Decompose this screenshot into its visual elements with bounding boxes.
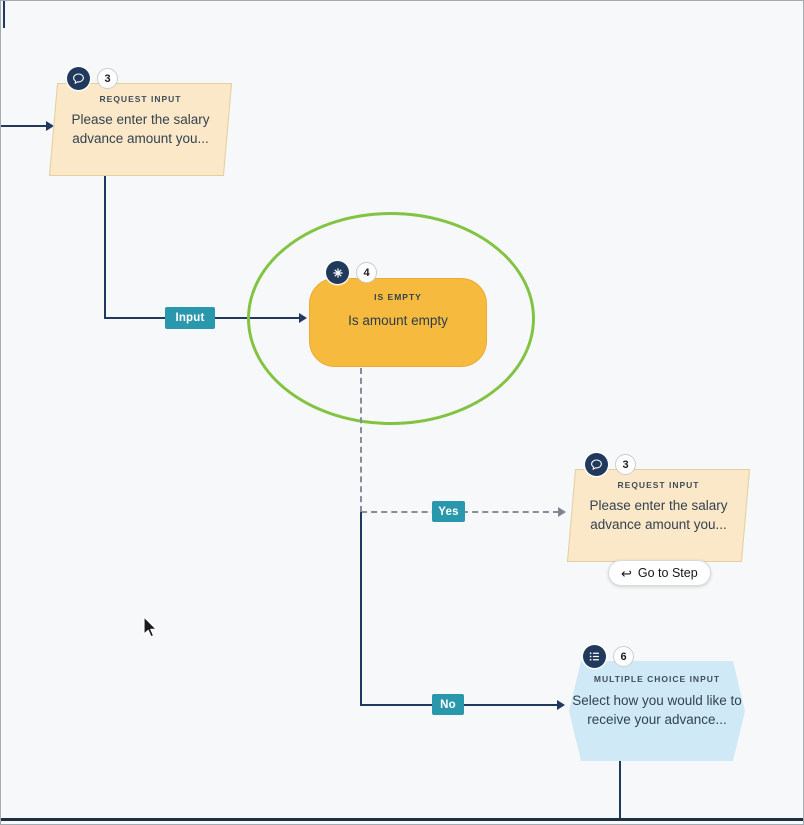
go-to-icon: ↩ (621, 565, 632, 581)
condition-node-shape (309, 278, 487, 367)
request-input-node-3[interactable]: REQUEST INPUT Please enter the salary ad… (48, 67, 233, 176)
chat-icon (585, 453, 608, 476)
connector-offscreen-top (3, 1, 5, 28)
edge-label-no[interactable]: No (432, 694, 464, 715)
list-icon (583, 645, 606, 668)
connector-incoming (1, 125, 46, 127)
node-body-text: Please enter the salary advance amount y… (589, 498, 728, 532)
go-to-step-button[interactable]: ↩ Go to Step (608, 560, 711, 586)
go-to-step-label: Go to Step (637, 566, 698, 580)
connector-input-vertical (104, 176, 106, 319)
node-body-text: Is amount empty (348, 313, 448, 328)
connector-mc-out (619, 761, 621, 819)
connector-no-vertical (360, 512, 362, 705)
arrowhead-yes (558, 507, 566, 517)
condition-icon (326, 261, 349, 284)
node-type-label: REQUEST INPUT (617, 480, 700, 490)
step-number-badge: 3 (615, 454, 636, 475)
step-number-badge: 3 (97, 68, 118, 89)
selection-highlight-ellipse (247, 212, 535, 425)
multiple-choice-node-shape (569, 661, 745, 761)
connector-yes-vertical (360, 368, 362, 512)
step-number-badge: 6 (613, 646, 634, 667)
arrowhead-incoming (46, 121, 54, 131)
multiple-choice-node-6[interactable]: MULTIPLE CHOICE INPUT Select how you wou… (569, 645, 745, 761)
canvas-bottom-edge (1, 818, 803, 821)
node-body-text: Select how you would like to receive you… (572, 693, 742, 727)
node-body-text: Please enter the salary advance amount y… (71, 112, 210, 146)
request-input-node-3-preview[interactable]: REQUEST INPUT Please enter the salary ad… (566, 453, 751, 562)
edge-label-input[interactable]: Input (165, 307, 215, 329)
step-number-badge: 4 (356, 262, 377, 283)
node-type-label: REQUEST INPUT (99, 94, 182, 104)
node-type-label: IS EMPTY (374, 292, 422, 302)
node-type-label: MULTIPLE CHOICE INPUT (593, 674, 721, 684)
arrowhead-no (557, 700, 565, 710)
chat-icon (67, 67, 90, 90)
is-empty-condition-node[interactable]: IS EMPTY Is amount empty 4 (309, 261, 487, 367)
mouse-cursor (142, 615, 162, 645)
edge-label-yes[interactable]: Yes (432, 501, 465, 522)
